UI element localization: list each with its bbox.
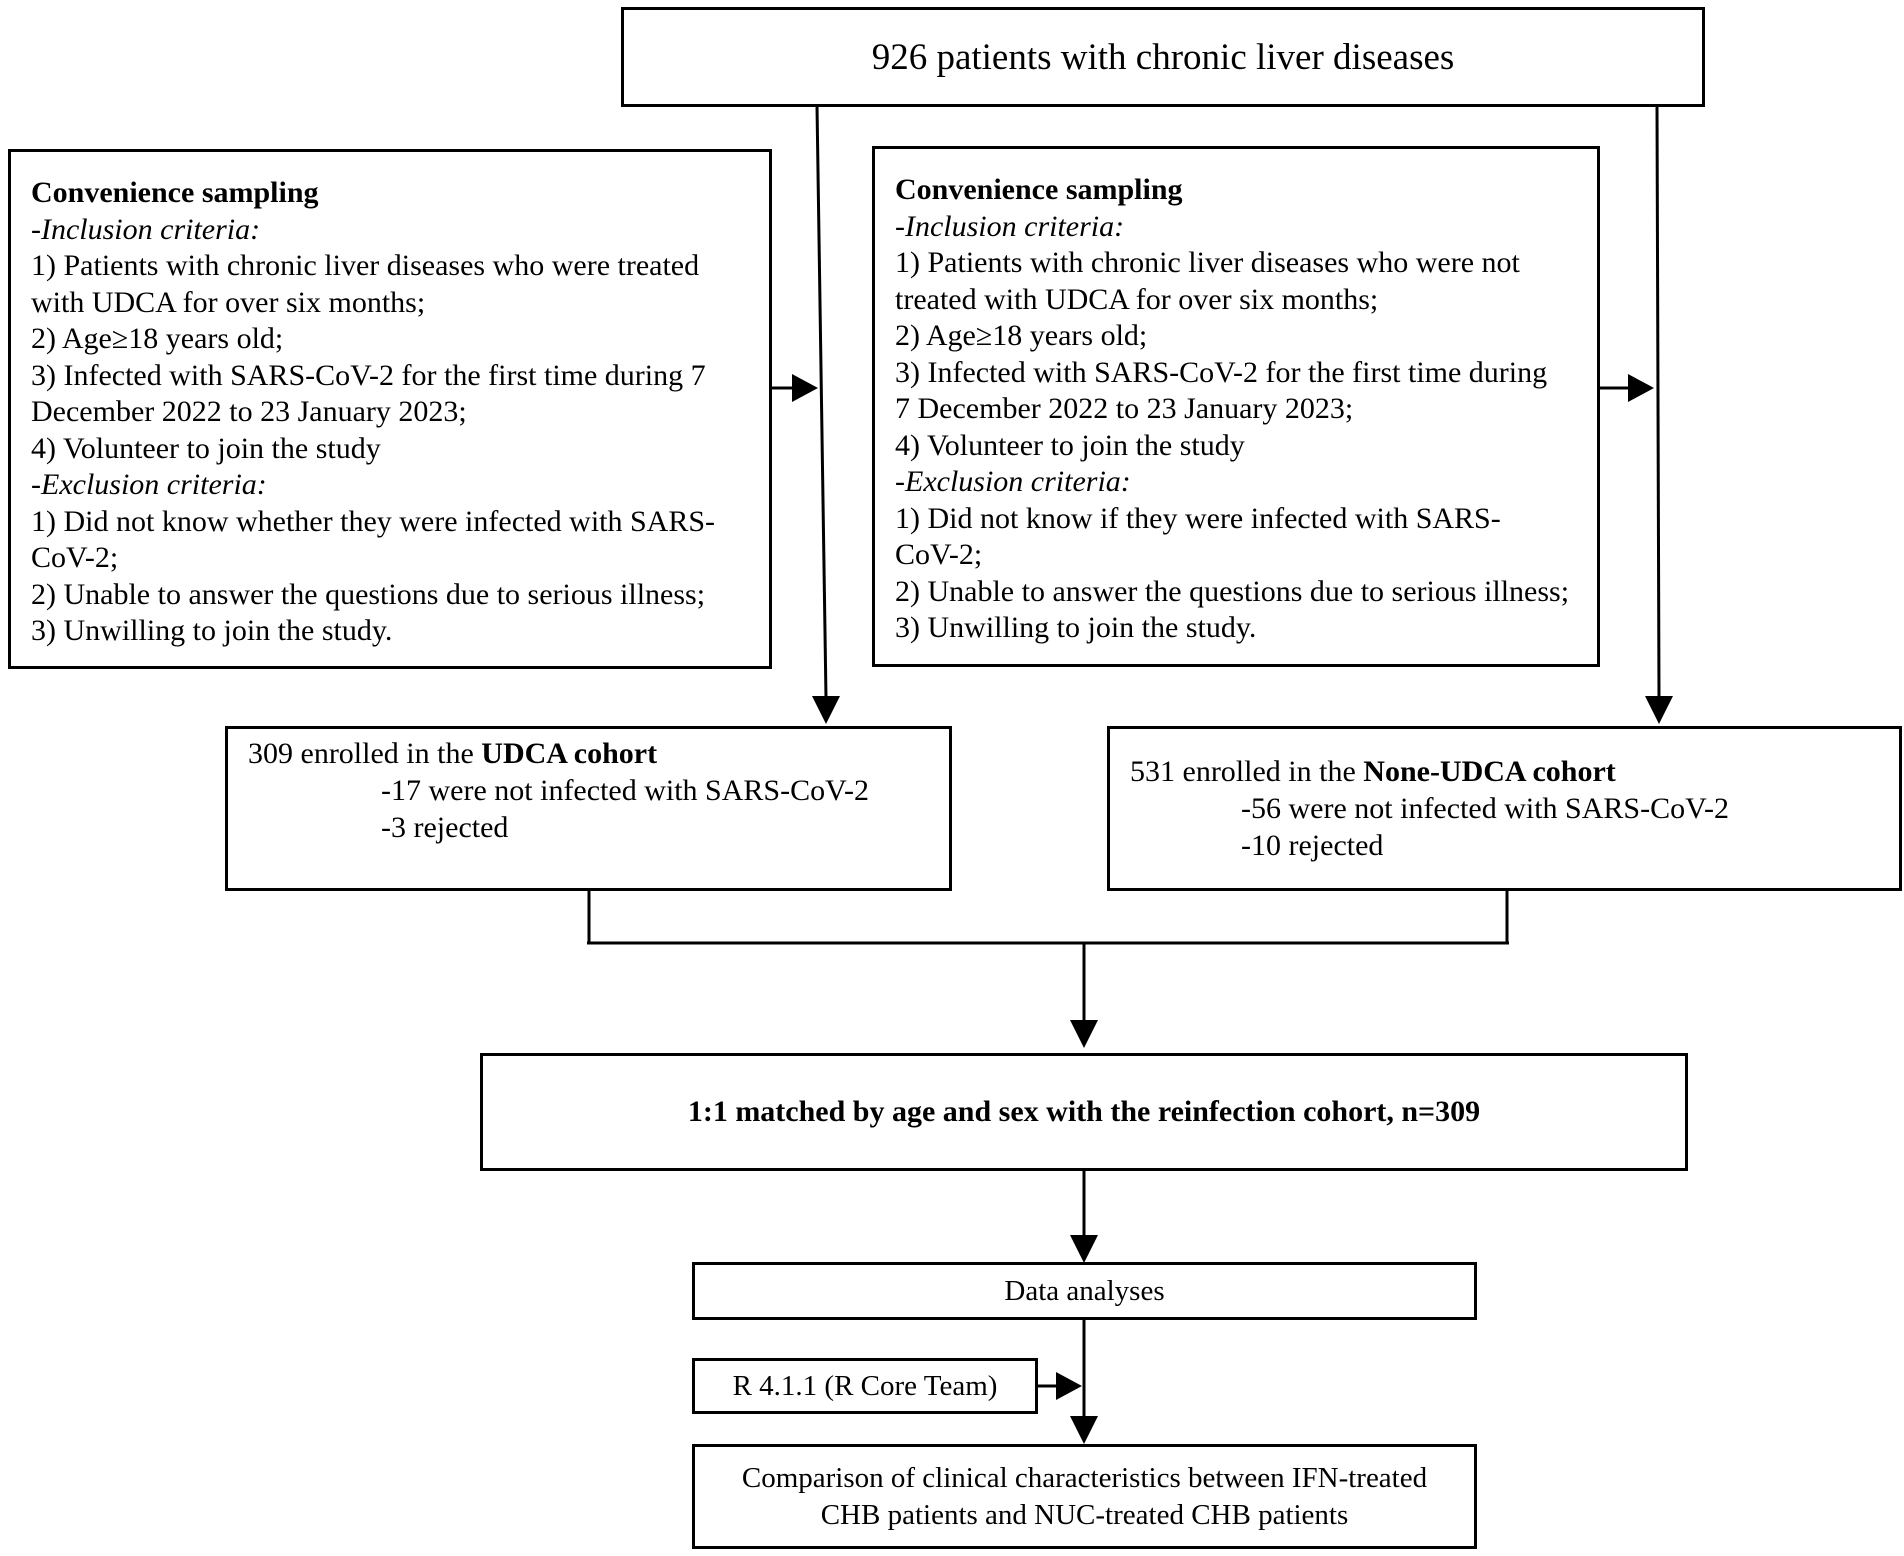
software-box: R 4.1.1 (R Core Team)	[692, 1358, 1038, 1414]
total-patients-box: 926 patients with chronic liver diseases	[621, 7, 1705, 107]
udca-criteria-line: 3) Unwilling to join the study.	[31, 614, 393, 647]
none-udca-criteria-line: 1) Did not know if they were infected wi…	[895, 501, 1501, 535]
none-udca-criteria-line: CoV-2;	[895, 538, 983, 571]
connector-top-to-udca	[815, 105, 828, 699]
arrowhead-matched	[1070, 1020, 1098, 1048]
none-udca-enrolled-count: 531 enrolled in the	[1130, 755, 1364, 788]
comparison-box: Comparison of clinical characteristics b…	[692, 1444, 1477, 1549]
udca-enrolled-count: 309 enrolled in the	[248, 737, 482, 770]
udca-criteria-line: December 2022 to 23 January 2023;	[31, 395, 467, 428]
udca-cohort-name: UDCA cohort	[481, 737, 658, 770]
none-udca-criteria-line: Convenience sampling	[895, 173, 1183, 206]
none-udca-criteria-line: treated with UDCA for over six months;	[895, 282, 1379, 316]
none-udca-cohort-box: 531 enrolled in the None-UDCA cohort -56…	[1107, 726, 1902, 891]
none-udca-criteria-line: 3) Unwilling to join the study.	[895, 611, 1257, 644]
arrowhead-software	[1056, 1372, 1082, 1400]
arrowhead-analyses	[1070, 1235, 1098, 1263]
data-analyses-text: Data analyses	[1004, 1274, 1165, 1307]
arrowhead-left-criteria	[792, 374, 818, 402]
software-text: R 4.1.1 (R Core Team)	[732, 1369, 998, 1402]
udca-criteria-line: -Inclusion criteria:	[31, 212, 261, 246]
matched-box: 1:1 matched by age and sex with the rein…	[480, 1053, 1688, 1171]
udca-criteria-list: Convenience sampling-Inclusion criteria:…	[31, 175, 769, 650]
none-udca-not-infected: -56 were not infected with SARS-CoV-2	[1241, 792, 1729, 825]
connector-top-to-none-udca	[1655, 105, 1661, 699]
udca-not-infected: -17 were not infected with SARS-CoV-2	[381, 774, 869, 807]
udca-criteria-line: 2) Age≥18 years old;	[31, 322, 284, 355]
udca-criteria-box: Convenience sampling-Inclusion criteria:…	[8, 149, 772, 669]
udca-rejected: -3 rejected	[381, 811, 509, 844]
none-udca-criteria-line: 1) Patients with chronic liver diseases …	[895, 246, 1520, 279]
udca-enrolled: 309 enrolled in the UDCA cohort	[248, 735, 949, 772]
none-udca-criteria-line: 2) Age≥18 years old;	[895, 319, 1148, 352]
none-udca-rejected: -10 rejected	[1241, 829, 1384, 862]
data-analyses-box: Data analyses	[692, 1262, 1477, 1320]
comparison-line-2: CHB patients and NUC-treated CHB patient…	[820, 1498, 1349, 1531]
none-udca-criteria-list: Convenience sampling-Inclusion criteria:…	[895, 172, 1597, 647]
udca-criteria-line: -Exclusion criteria:	[31, 468, 267, 501]
none-udca-cohort-name: None-UDCA cohort	[1363, 755, 1616, 788]
none-udca-criteria-box: Convenience sampling-Inclusion criteria:…	[872, 146, 1600, 667]
none-udca-criteria-line: 7 December 2022 to 23 January 2023;	[895, 392, 1354, 425]
udca-criteria-line: Convenience sampling	[31, 176, 319, 209]
none-udca-enrolled: 531 enrolled in the None-UDCA cohort	[1130, 753, 1899, 790]
none-udca-criteria-line: -Inclusion criteria:	[895, 209, 1125, 243]
arrowhead-comparison	[1070, 1416, 1098, 1444]
udca-criteria-line: 2) Unable to answer the questions due to…	[31, 577, 706, 611]
arrowhead-right-criteria	[1628, 374, 1654, 402]
udca-criteria-line: 1) Did not know whether they were infect…	[31, 504, 716, 538]
none-udca-criteria-line: 4) Volunteer to join the study	[895, 428, 1245, 462]
udca-criteria-line: 1) Patients with chronic liver diseases …	[31, 249, 700, 282]
none-udca-criteria-line: 3) Infected with SARS-CoV-2 for the firs…	[895, 355, 1548, 389]
arrowhead-udca	[812, 696, 840, 724]
total-patients-text: 926 patients with chronic liver diseases	[871, 36, 1455, 78]
matched-text: 1:1 matched by age and sex with the rein…	[687, 1095, 1481, 1128]
udca-criteria-line: with UDCA for over six months;	[31, 285, 426, 319]
comparison-line-1: Comparison of clinical characteristics b…	[741, 1461, 1428, 1494]
none-udca-criteria-line: -Exclusion criteria:	[895, 465, 1131, 498]
udca-cohort-box: 309 enrolled in the UDCA cohort -17 were…	[225, 726, 952, 891]
none-udca-criteria-line: 2) Unable to answer the questions due to…	[895, 574, 1570, 608]
udca-criteria-line: CoV-2;	[31, 541, 119, 574]
udca-criteria-line: 4) Volunteer to join the study	[31, 431, 381, 465]
udca-criteria-line: 3) Infected with SARS-CoV-2 for the firs…	[31, 358, 706, 392]
arrowhead-none-udca	[1645, 696, 1673, 724]
